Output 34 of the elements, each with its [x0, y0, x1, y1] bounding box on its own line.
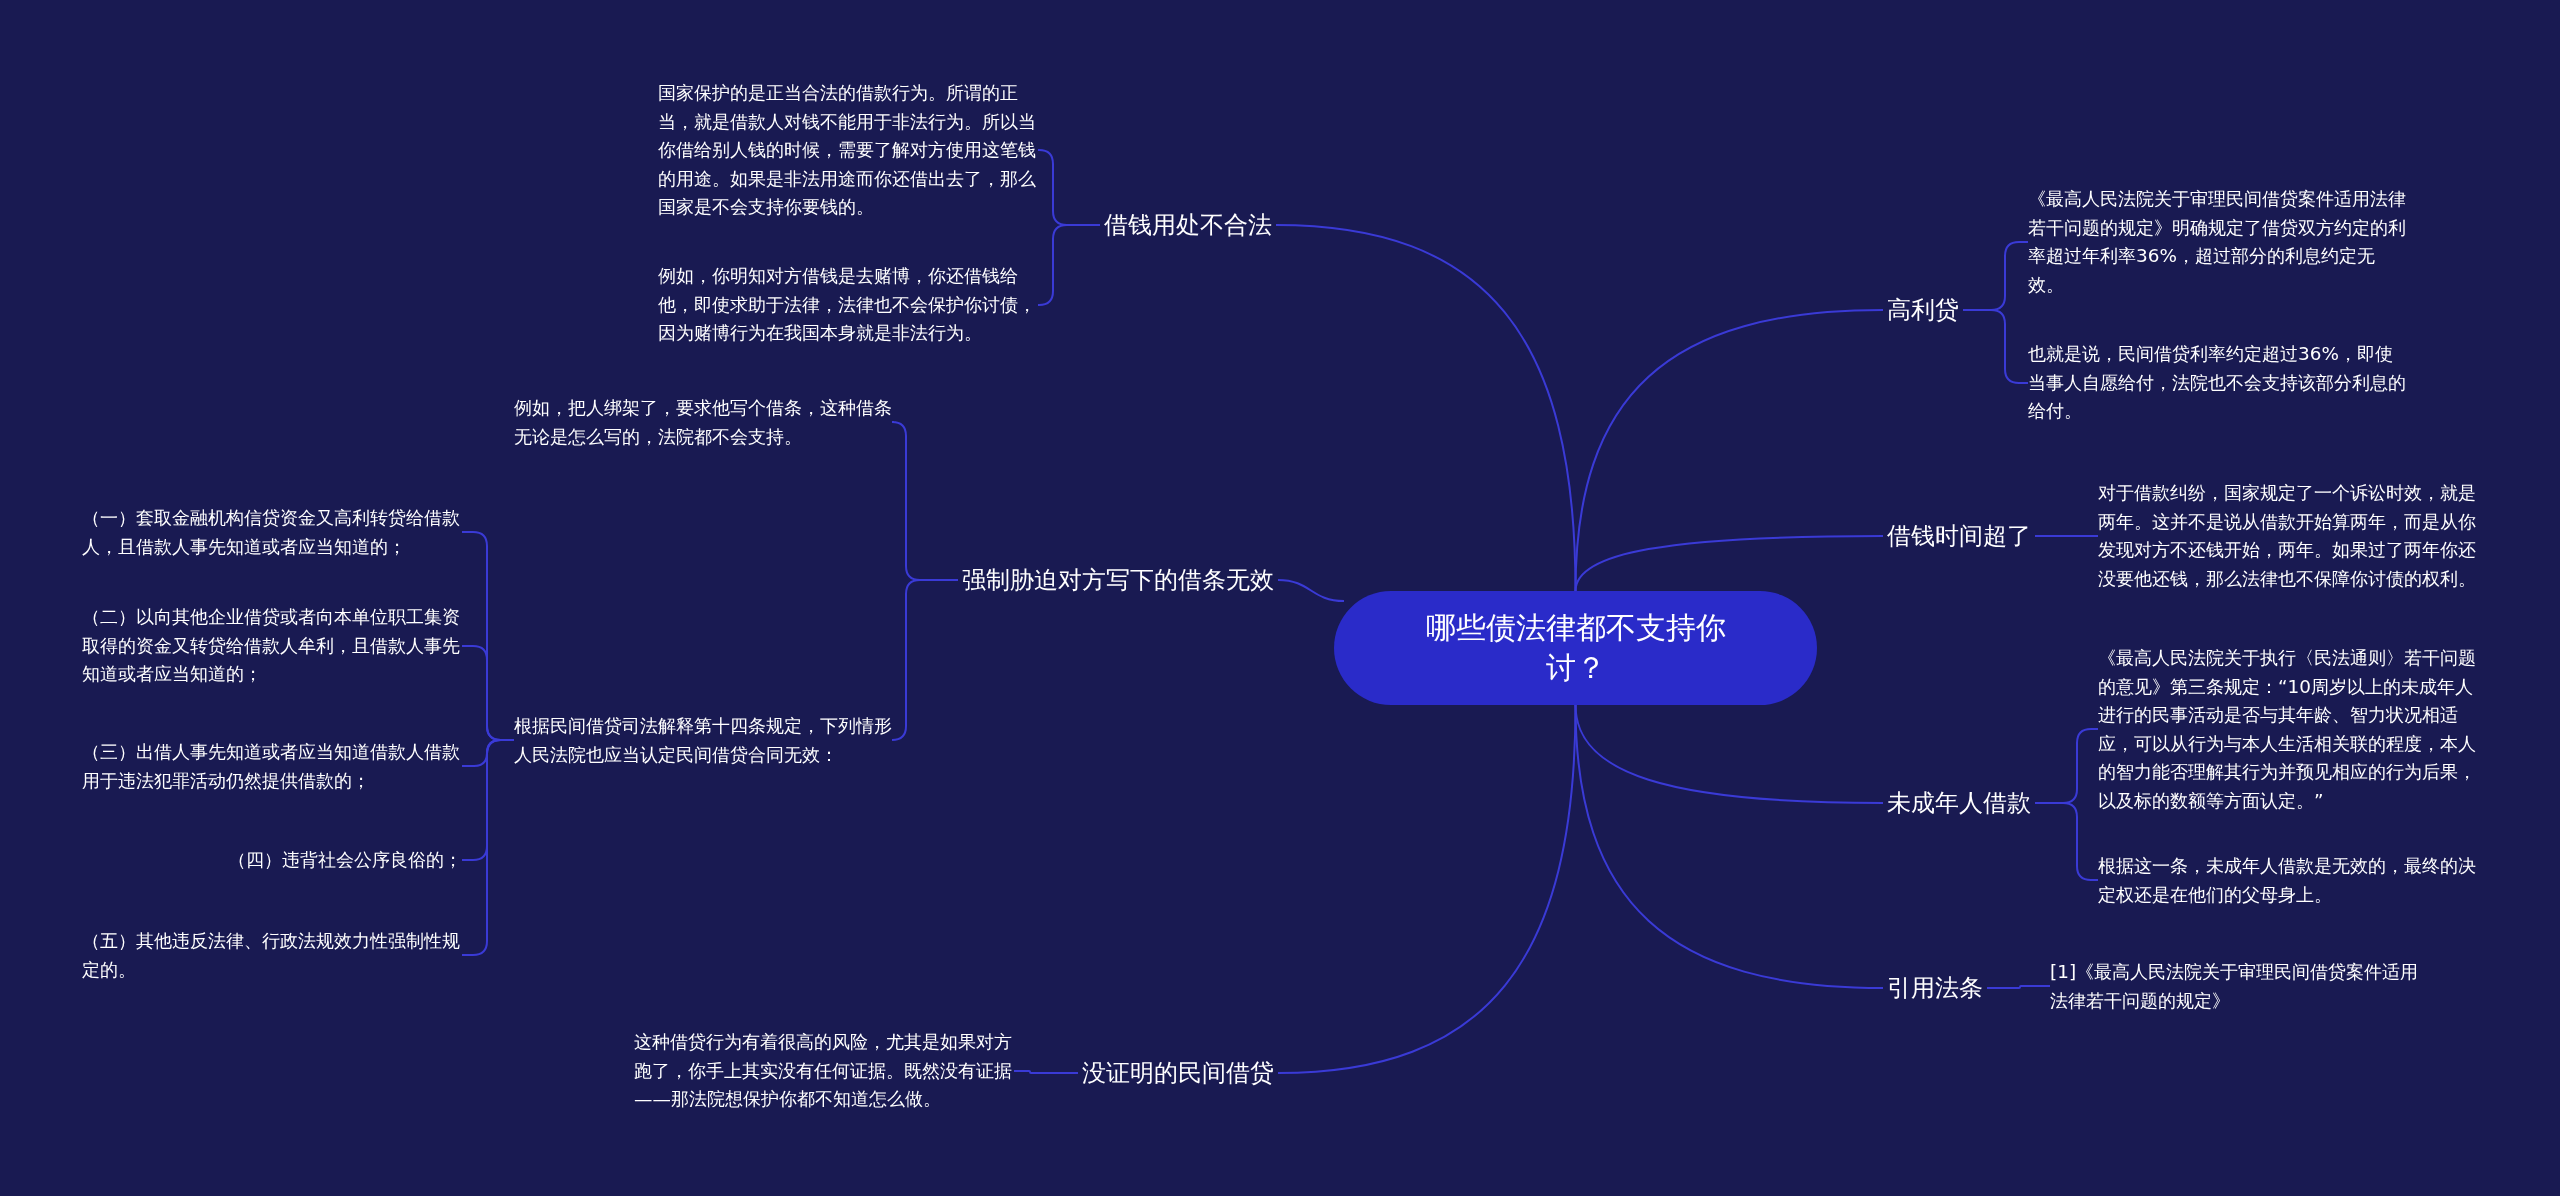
branch-topic: 高利贷	[1883, 292, 1963, 328]
connector-line	[1574, 704, 1884, 989]
connector-line	[1986, 985, 2051, 989]
connector-line	[1277, 579, 1345, 602]
note-text: 这种借贷行为有着很高的风险，尤其是如果对方跑了，你手上其实没有任何证据。既然没有证据——那法院想保护你都不知道怎么做。	[634, 1028, 1014, 1114]
connector-line	[2034, 535, 2099, 537]
note-text: 根据民间借贷司法解释第十四条规定，下列情形人民法院也应当认定民间借贷合同无效：	[514, 711, 894, 769]
note-text: （四）违背社会公序良俗的；	[82, 845, 462, 875]
branch-topic: 引用法条	[1883, 970, 1987, 1006]
note-text: 根据这一条，未成年人借款是无效的，最终的决定权还是在他们的父母身上。	[2098, 851, 2478, 909]
note-text: （三）出借人事先知道或者应当知道借款人借款用于违法犯罪活动仍然提供借款的；	[82, 737, 462, 795]
branch-topic: 没证明的民间借贷	[1078, 1055, 1278, 1091]
branch-topic: 强制胁迫对方写下的借条无效	[958, 562, 1278, 598]
connector-line	[1037, 224, 1101, 306]
note-text: 例如，你明知对方借钱是去赌博，你还借钱给他，即使求助于法律，法律也不会保护你讨债，因为赌博行为在我国本身就是非法行为。	[658, 262, 1038, 348]
connector-line	[1013, 1070, 1079, 1074]
note-text: （五）其他违反法律、行政法规效力性强制性规定的。	[82, 926, 462, 984]
connector-line	[1574, 535, 1884, 592]
note-text: 也就是说，民间借贷利率约定超过36%，即使当事人自愿给付，法院也不会支持该部分利息的给付。	[2028, 340, 2408, 426]
note-text: （一）套取金融机构信贷资金又高利转贷给借款人，且借款人事先知道或者应当知道的；	[82, 503, 462, 561]
connector-line	[891, 579, 959, 741]
branch-topic: 借钱用处不合法	[1100, 207, 1276, 243]
connector-line	[1275, 224, 1577, 592]
note-text: （二）以向其他企业借贷或者向本单位职工集资取得的资金又转贷给借款人牟利，且借款人事先知道或者应当知道的；	[82, 603, 462, 689]
note-text: 《最高人民法院关于审理民间借贷案件适用法律若干问题的规定》明确规定了借贷双方约定的利率超过年利率36%，超过部分的利息约定无效。	[2028, 185, 2408, 299]
note-text: 国家保护的是正当合法的借款行为。所谓的正当，就是借款人对钱不能用于非法行为。所以当你借给别人钱的时候，需要了解对方使用这笔钱的用途。如果是非法用途而你还借出去了，那么国家是不会支持你要钱的。	[658, 78, 1038, 222]
connector-line	[1277, 704, 1577, 1074]
note-text: 《最高人民法院关于执行〈民法通则〉若干问题的意见》第三条规定：“10周岁以上的未成年人进行的民事活动是否与其年龄、智力状况相适应，可以从行为与本人生活相关联的程度，本人的智力能否理解其行为并预见相应的行为后果，以及标的数额等方面认定。”	[2098, 643, 2478, 815]
note-text: 对于借款纠纷，国家规定了一个诉讼时效，就是两年。这并不是说从借款开始算两年，而是从你发现对方不还钱开始，两年。如果过了两年你还没要他还钱，那么法律也不保障你讨债的权利。	[2098, 479, 2478, 593]
central-topic: 哪些债法律都不支持你讨？	[1334, 591, 1817, 705]
branch-topic: 未成年人借款	[1883, 785, 2035, 821]
branch-topic: 借钱时间超了	[1883, 518, 2035, 554]
note-text: 例如，把人绑架了，要求他写个借条，这种借条无论是怎么写的，法院都不会支持。	[514, 393, 894, 451]
note-text: [1]《最高人民法院关于审理民间借贷案件适用法律若干问题的规定》	[2050, 957, 2430, 1015]
